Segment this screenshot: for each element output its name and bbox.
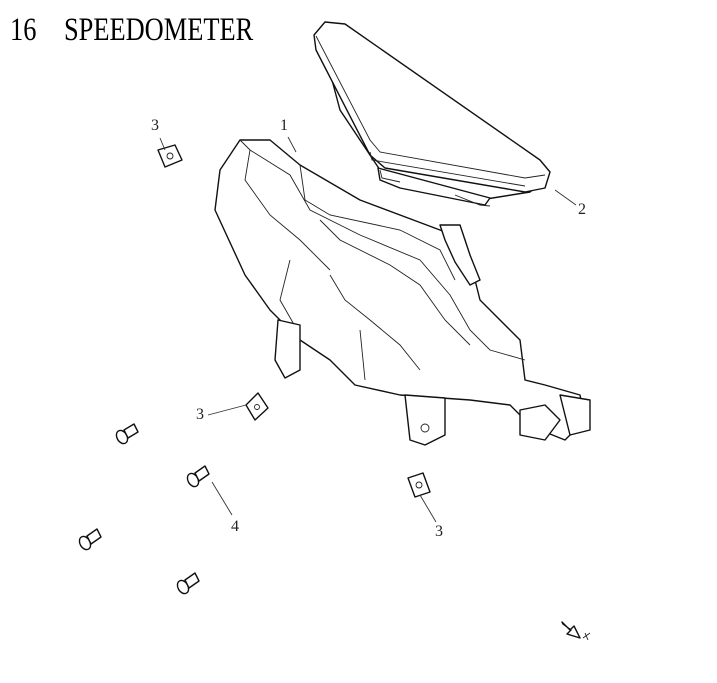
callout-3: 3 [196,406,204,423]
callout-1: 1 [280,117,288,134]
clip-nut [407,472,431,498]
front-direction-arrow-icon [561,621,591,641]
page-title: SPEEDOMETER [64,12,254,48]
speedometer-housing [214,139,591,446]
section-number: 16 [10,12,37,48]
callout-4: 4 [231,518,239,535]
clip-nut [157,144,183,168]
callout-2: 2 [578,201,586,218]
screw [115,423,139,445]
callout-3: 3 [151,117,159,134]
callout-3: 3 [435,523,443,540]
screw [176,572,200,595]
screw [78,528,102,551]
clip-nut [245,392,269,421]
speedometer-unit [313,21,551,207]
screw [186,465,210,488]
